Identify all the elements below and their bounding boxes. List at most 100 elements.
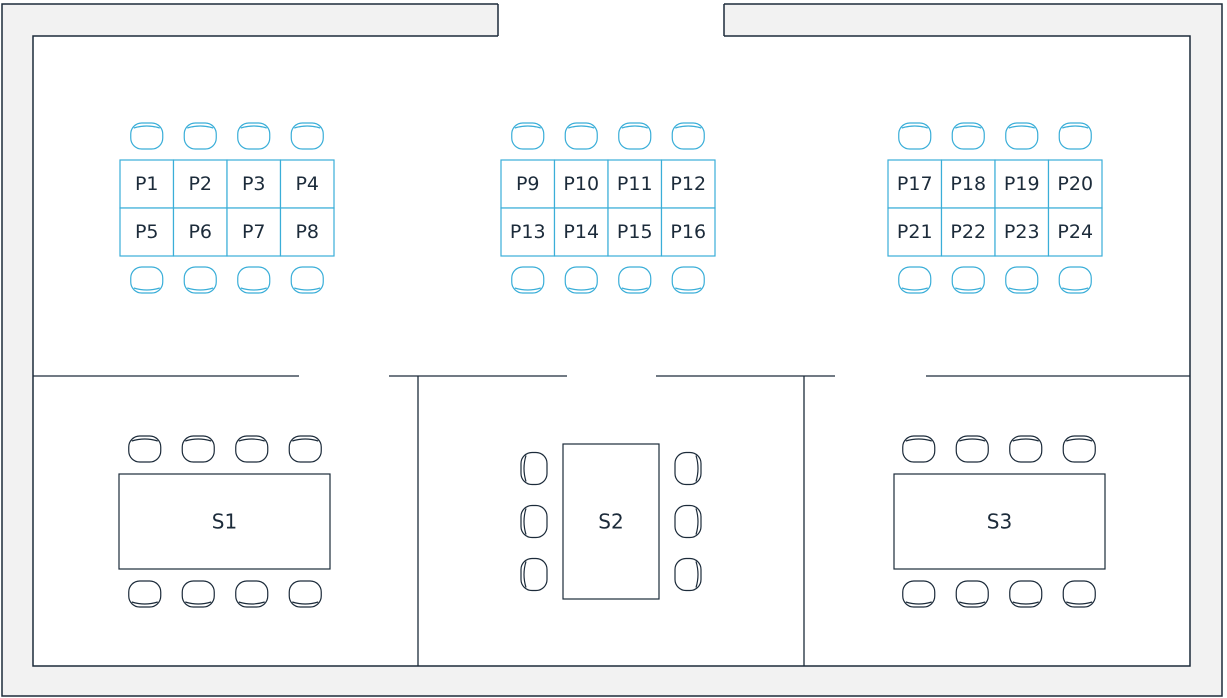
chair-icon <box>674 504 702 539</box>
desk-label: P8 <box>295 221 319 243</box>
desk-cell[interactable] <box>119 207 175 257</box>
desk-cell[interactable] <box>172 159 228 209</box>
room-label: S1 <box>212 510 237 534</box>
chair-icon <box>130 122 164 150</box>
desk-label: P22 <box>950 221 986 243</box>
chair-icon <box>1009 580 1043 608</box>
chair-icon <box>902 580 936 608</box>
chair-icon <box>520 557 548 592</box>
chair-icon <box>520 504 548 539</box>
chair-icon <box>951 122 985 150</box>
chair-icon <box>183 266 217 294</box>
desk-label: P1 <box>135 173 159 195</box>
outer-wall-outline <box>1 3 1223 697</box>
chair-icon <box>128 580 162 608</box>
chair-icon <box>290 266 324 294</box>
chair-icon <box>618 266 652 294</box>
meeting-table[interactable] <box>893 473 1106 570</box>
desk-cell[interactable] <box>994 159 1050 209</box>
desk-label: P12 <box>670 173 706 195</box>
chair-icon <box>898 122 932 150</box>
desk-label: P2 <box>188 173 212 195</box>
chair-icon <box>511 266 545 294</box>
chair-icon <box>288 435 322 463</box>
desk-cell[interactable] <box>1047 207 1103 257</box>
desk-cell[interactable] <box>279 207 335 257</box>
room-label: S3 <box>987 510 1012 534</box>
chair-icon <box>671 266 705 294</box>
chair-icon <box>1062 580 1096 608</box>
desk-label: P11 <box>617 173 653 195</box>
desk-cell[interactable] <box>994 207 1050 257</box>
chair-icon <box>1009 435 1043 463</box>
inner-wall-outline <box>32 35 1191 667</box>
chair-icon <box>898 266 932 294</box>
desk-label: P7 <box>242 221 266 243</box>
chair-icon <box>183 122 217 150</box>
chair-icon <box>955 435 989 463</box>
room-label: S2 <box>598 510 623 534</box>
chair-icon <box>1058 122 1092 150</box>
chair-icon <box>290 122 324 150</box>
partition-wall <box>33 375 1190 666</box>
chair-icon <box>1062 435 1096 463</box>
desk-cell[interactable] <box>172 207 228 257</box>
chair-icon <box>1058 266 1092 294</box>
desk-cell[interactable] <box>226 207 282 257</box>
desk-label: P18 <box>950 173 986 195</box>
chair-icon <box>130 266 164 294</box>
meeting-table[interactable] <box>562 443 660 600</box>
desk-label: P3 <box>242 173 266 195</box>
chair-icon <box>181 435 215 463</box>
meeting-room-s2: S2 <box>520 443 702 600</box>
desk-label: P19 <box>1004 173 1040 195</box>
chair-icon <box>1005 122 1039 150</box>
meeting-table[interactable] <box>118 473 331 570</box>
desk-cell[interactable] <box>553 207 609 257</box>
desk-label: P13 <box>510 221 546 243</box>
chair-icon <box>674 557 702 592</box>
desk-label: P10 <box>563 173 599 195</box>
desk-label: P17 <box>897 173 933 195</box>
desk-label: P24 <box>1057 221 1093 243</box>
chair-icon <box>181 580 215 608</box>
desk-cell[interactable] <box>887 159 943 209</box>
chair-icon <box>671 122 705 150</box>
chair-icon <box>235 580 269 608</box>
chair-icon <box>511 122 545 150</box>
meeting-room-s3: S3 <box>893 435 1106 608</box>
chair-icon <box>951 266 985 294</box>
desk-cell[interactable] <box>119 159 175 209</box>
desk-label: P14 <box>563 221 599 243</box>
desk-label: P4 <box>295 173 319 195</box>
desk-cell[interactable] <box>660 207 716 257</box>
chair-icon <box>902 435 936 463</box>
chair-icon <box>618 122 652 150</box>
chair-icon <box>237 266 271 294</box>
desk-label: P16 <box>670 221 706 243</box>
desk-cell[interactable] <box>607 207 663 257</box>
meeting-rooms: S1 S2 S3 <box>118 435 1106 608</box>
desk-label: P21 <box>897 221 933 243</box>
chair-icon <box>674 451 702 486</box>
chair-icon <box>955 580 989 608</box>
chair-icon <box>235 435 269 463</box>
desk-cell[interactable] <box>887 207 943 257</box>
desk-cell[interactable] <box>279 159 335 209</box>
chair-icon <box>128 435 162 463</box>
desk-label: P15 <box>617 221 653 243</box>
chair-icon <box>288 580 322 608</box>
desk-cell[interactable] <box>607 159 663 209</box>
chair-icon <box>237 122 271 150</box>
chair-icon <box>564 122 598 150</box>
meeting-room-s1: S1 <box>118 435 331 608</box>
desk-cell[interactable] <box>940 207 996 257</box>
desk-label: P6 <box>188 221 212 243</box>
chair-icon <box>564 266 598 294</box>
chair-icon <box>1005 266 1039 294</box>
desk-cell[interactable] <box>660 159 716 209</box>
